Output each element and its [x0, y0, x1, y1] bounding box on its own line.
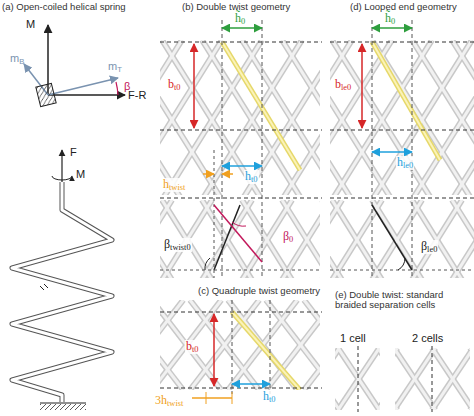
axis-label: M: [26, 18, 35, 30]
dimension-label: bt0: [185, 340, 200, 354]
dimension-label: ble0: [334, 78, 352, 92]
dimension-label: hle0: [396, 156, 414, 170]
dimension-label: htwist: [162, 178, 186, 192]
axis-label: F: [70, 146, 77, 158]
axis-label: M: [76, 168, 85, 180]
panel-title: (d) Looped end geometry: [350, 2, 457, 12]
axis-label: 2 cells: [412, 332, 443, 344]
axis-label: 1 cell: [340, 332, 366, 344]
panel-title: (c) Quadruple twist geometry: [198, 286, 320, 296]
dimension-label: h̃0: [384, 12, 396, 26]
helical-spring: [12, 150, 112, 410]
dimension-label: β0: [282, 230, 294, 244]
dimension-lines: [160, 20, 474, 412]
dimension-label: ht0: [262, 390, 277, 404]
panel-title: (a) Open-coiled helical spring: [2, 2, 126, 12]
panel-title: (b) Double twist geometry: [182, 2, 290, 12]
dimension-label: ht0: [244, 170, 259, 184]
dimension-label: βtwist0: [163, 238, 192, 252]
dimension-label: βle0: [420, 240, 438, 254]
axis-label: mB: [10, 52, 24, 66]
dimension-label: bt0: [167, 78, 182, 92]
axis-label: mT: [108, 60, 122, 74]
dimension-label: 3htwist: [154, 394, 184, 408]
moment-axes: [24, 25, 125, 107]
dimension-label: h̃0: [234, 12, 246, 26]
panel-title: (e) Double twist: standard braided separ…: [335, 290, 471, 311]
axis-label: F-R: [128, 89, 146, 101]
braid-lattice: [0, 40, 474, 410]
